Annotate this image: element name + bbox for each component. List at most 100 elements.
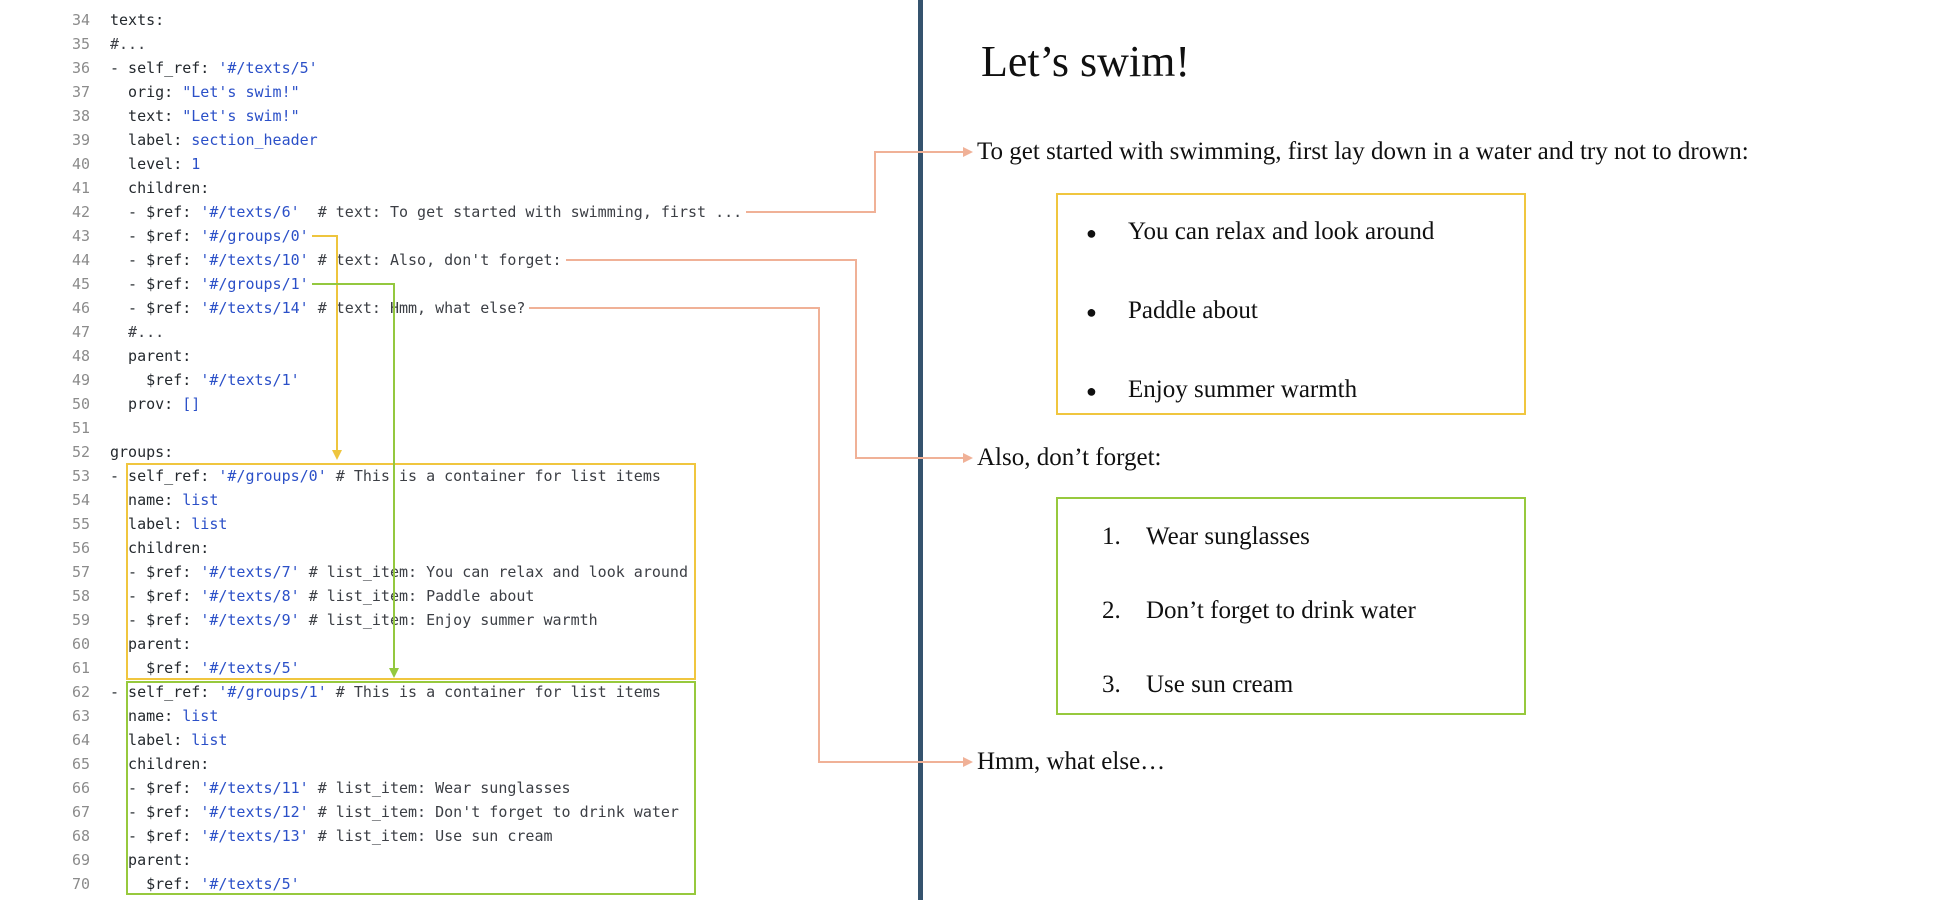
code-token: # list_item: Wear sunglasses [317, 779, 571, 797]
line-number: 44 [71, 251, 90, 269]
code-token: $ref: [110, 371, 201, 389]
line-number: 55 [71, 515, 90, 533]
code-line: 50 prov: [] [0, 392, 918, 416]
bullet-icon: ● [1086, 302, 1097, 322]
code-token: level: [110, 155, 192, 173]
line-number: 65 [71, 755, 90, 773]
code-line: 37 orig: "Let's swim!" [0, 80, 918, 104]
code-line: 34 texts: [0, 8, 918, 32]
line-number: 57 [71, 563, 90, 581]
code-token: - $ref: [110, 227, 201, 245]
line-number: 48 [71, 347, 90, 365]
line-number: 34 [71, 11, 90, 29]
code-line: 42 - $ref: '#/texts/6' # text: To get st… [0, 200, 918, 224]
numbered-list-item: 3. Use sun cream [1102, 669, 1524, 701]
code-token: $ref: [110, 659, 201, 677]
code-token: prov: [110, 395, 183, 413]
rendered-document-pane: Let’s swim! To get started with swimming… [923, 0, 1950, 900]
line-number: 39 [71, 131, 90, 149]
line-number: 51 [71, 419, 90, 437]
code-token: - $ref: [110, 587, 201, 605]
code-token: - self_ref: [110, 467, 219, 485]
code-line: 66 - $ref: '#/texts/11' # list_item: Wea… [0, 776, 918, 800]
bullet-icon: ● [1086, 223, 1097, 243]
code-token: # list_item: Use sun cream [317, 827, 553, 845]
code-token: children: [110, 539, 210, 557]
bullet-list-box: ● You can relax and look around ● Paddle… [1056, 193, 1526, 415]
code-token: - $ref: [110, 803, 201, 821]
line-number: 38 [71, 107, 90, 125]
numbered-item-text: Wear sunglasses [1146, 523, 1310, 550]
code-token: - $ref: [110, 299, 201, 317]
code-line: 51 [0, 416, 918, 440]
line-number: 47 [71, 323, 90, 341]
line-number: 70 [71, 875, 90, 893]
code-token: label: [110, 731, 192, 749]
code-token: groups: [110, 443, 174, 461]
code-line: 61 $ref: '#/texts/5' [0, 656, 918, 680]
line-number: 52 [71, 443, 90, 461]
code-token: - $ref: [110, 251, 201, 269]
code-token: list [182, 491, 219, 509]
code-line: 40 level: 1 [0, 152, 918, 176]
code-token: '#/groups/1' [218, 683, 327, 701]
code-line: 41 children: [0, 176, 918, 200]
code-token: # text: To get started with swimming, fi… [317, 203, 743, 221]
bullet-item-text: Enjoy summer warmth [1128, 376, 1358, 403]
code-token: '#/texts/5' [200, 875, 300, 893]
closing-paragraph: Hmm, what else… [977, 748, 1166, 775]
bullet-list-item: ● Paddle about [1086, 295, 1524, 328]
code-line: 48 parent: [0, 344, 918, 368]
groups-0-highlight-box [126, 463, 696, 680]
line-number: 58 [71, 587, 90, 605]
code-token: - $ref: [110, 203, 201, 221]
line-number: 67 [71, 803, 90, 821]
code-line: 35#... [0, 32, 918, 56]
code-line: 67 - $ref: '#/texts/12' # list_item: Don… [0, 800, 918, 824]
code-token: '#/texts/1' [200, 371, 300, 389]
code-token: '#/texts/13' [200, 827, 309, 845]
code-token: '#/texts/12' [200, 803, 309, 821]
code-token: texts: [110, 11, 165, 29]
code-token: [] [182, 395, 201, 413]
line-number: 49 [71, 371, 90, 389]
code-line: 70 $ref: '#/texts/5' [0, 872, 918, 896]
code-token: - $ref: [110, 275, 201, 293]
code-token: - $ref: [110, 611, 201, 629]
code-token: #... [110, 323, 165, 341]
code-token: '#/texts/5' [218, 59, 318, 77]
bullet-list-item: ● Enjoy summer warmth [1086, 374, 1524, 407]
code-token: '#/texts/6' [200, 203, 300, 221]
code-line: 60 parent: [0, 632, 918, 656]
line-number: 66 [71, 779, 90, 797]
code-line: 36- self_ref: '#/texts/5' [0, 56, 918, 80]
code-token: parent: [110, 851, 192, 869]
code-token: text: [110, 107, 183, 125]
list-number: 1. [1102, 523, 1121, 550]
bullet-list-item: ● You can relax and look around [1086, 216, 1524, 249]
line-number: 64 [71, 731, 90, 749]
code-token: '#/groups/1' [200, 275, 309, 293]
code-token [300, 203, 318, 221]
code-line: 39 label: section_header [0, 128, 918, 152]
code-line: 63 name: list [0, 704, 918, 728]
code-token: '#/texts/14' [200, 299, 309, 317]
numbered-item-text: Don’t forget to drink water [1146, 597, 1416, 624]
code-token: name: [110, 491, 183, 509]
line-number: 35 [71, 35, 90, 53]
code-token: '#/groups/0' [218, 467, 327, 485]
code-token: '#/texts/8' [200, 587, 300, 605]
code-line: 45 - $ref: '#/groups/1' [0, 272, 918, 296]
code-token: orig: [110, 83, 183, 101]
code-line: 38 text: "Let's swim!" [0, 104, 918, 128]
list-number: 3. [1102, 671, 1121, 698]
code-line: 44 - $ref: '#/texts/10' # text: Also, do… [0, 248, 918, 272]
code-token: list [182, 707, 219, 725]
line-number: 42 [71, 203, 90, 221]
code-line: 68 - $ref: '#/texts/13' # list_item: Use… [0, 824, 918, 848]
code-token: $ref: [110, 875, 201, 893]
code-token: '#/groups/0' [200, 227, 309, 245]
code-token: # text: Also, don't forget: [317, 251, 562, 269]
code-token: '#/texts/5' [200, 659, 300, 677]
